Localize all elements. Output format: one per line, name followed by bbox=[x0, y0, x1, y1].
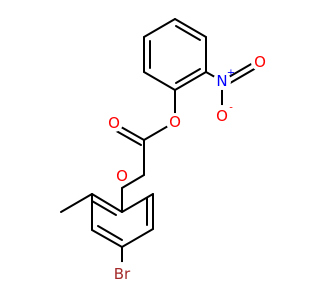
atom-n-nitro: N bbox=[216, 72, 227, 90]
bond-ring2-d bbox=[91, 229, 123, 248]
bond-layer bbox=[60, 18, 257, 266]
atom-bg-o-nitro-double bbox=[251, 53, 269, 71]
atom-label-layer: O O O N + O - O Br bbox=[105, 53, 269, 286]
bond-ch2-to-ether-o bbox=[121, 174, 145, 189]
bond-ring2-g bbox=[121, 193, 154, 213]
bond-ring1-c bbox=[143, 18, 176, 38]
bond-ring1-d-inner bbox=[175, 25, 201, 41]
charge-o-minus: - bbox=[229, 103, 233, 114]
atom-o-ester-carbonyl: O bbox=[108, 114, 120, 132]
atom-bg-br bbox=[110, 262, 134, 286]
bond-ring2-d-inner bbox=[97, 225, 123, 241]
atom-bg-n-nitro bbox=[213, 72, 231, 90]
bond-ring2-a-inner bbox=[91, 200, 117, 216]
bond-ring2-a bbox=[91, 193, 123, 213]
atom-bg-o-ether bbox=[113, 167, 131, 185]
bond-ring2-e bbox=[121, 228, 154, 248]
atom-br: Br bbox=[114, 265, 131, 283]
atom-o-nitro-double: O bbox=[254, 53, 266, 71]
atom-o-ether: O bbox=[116, 167, 128, 185]
bond-ring1-f bbox=[174, 71, 207, 91]
atom-bg-o-ester-link bbox=[166, 113, 184, 131]
bond-ring1-d bbox=[174, 18, 207, 38]
bond-ring1-f-inner bbox=[175, 68, 201, 84]
bond-ring1-a bbox=[143, 71, 176, 91]
atom-o-ester-link: O bbox=[169, 113, 181, 131]
bond-ring2-b bbox=[60, 193, 93, 213]
charge-n-plus: + bbox=[227, 68, 235, 79]
atom-bg-o-nitro-single bbox=[213, 105, 231, 123]
atom-o-nitro-single: O bbox=[216, 107, 228, 125]
molecule-structure-diagram: O O O N + O - O Br bbox=[60, 18, 269, 286]
atom-bg-o-ester-carbonyl bbox=[105, 114, 123, 132]
